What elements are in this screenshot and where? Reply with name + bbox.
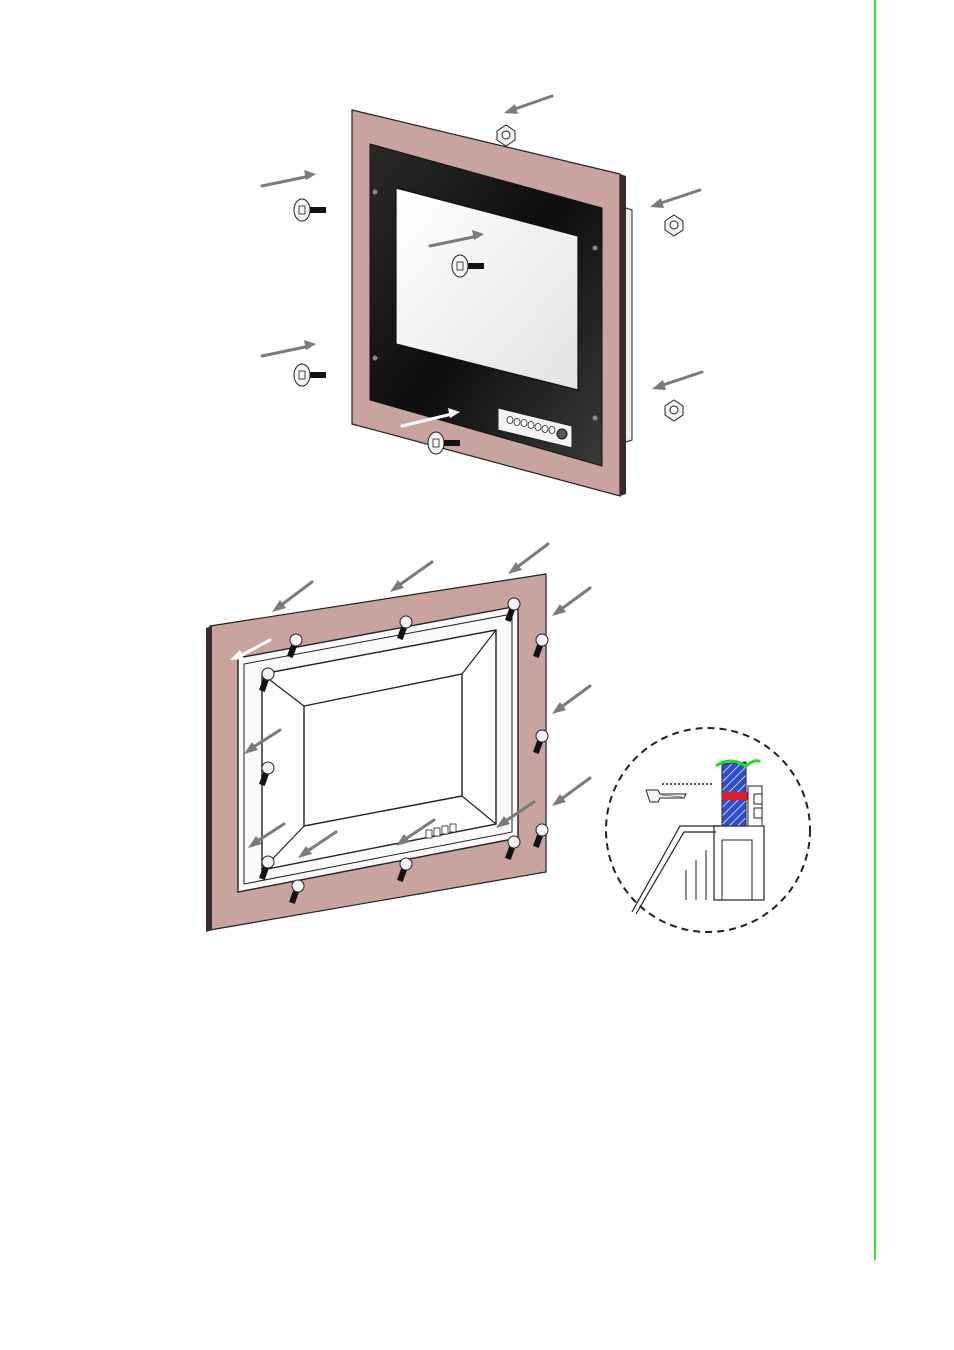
- arrow-icon: [262, 340, 316, 356]
- screw-icon: [294, 364, 326, 386]
- arrow-icon: [272, 582, 312, 612]
- mounting-panel-left-edge: [206, 626, 212, 932]
- arrow-icon: [652, 372, 702, 390]
- nut-icon: [665, 400, 683, 421]
- arrow-icon: [508, 544, 548, 574]
- detail-cross-section: [606, 728, 810, 932]
- screw-icon: [294, 199, 326, 221]
- arrow-icon: [262, 170, 316, 186]
- arrow-icon: [552, 778, 590, 806]
- nut-icon: [497, 125, 515, 146]
- nut-icon: [665, 215, 683, 236]
- arrow-icon: [552, 588, 590, 616]
- arrow-icon: [650, 190, 700, 208]
- arrow-icon: [552, 686, 590, 714]
- arrow-icon: [504, 96, 552, 114]
- arrow-icon: [390, 562, 432, 592]
- page-side-rule: [874, 0, 876, 1260]
- front-mounting-figure: [222, 88, 742, 500]
- rear-mounting-figure: [200, 540, 820, 940]
- mounting-panel-edge: [620, 174, 626, 496]
